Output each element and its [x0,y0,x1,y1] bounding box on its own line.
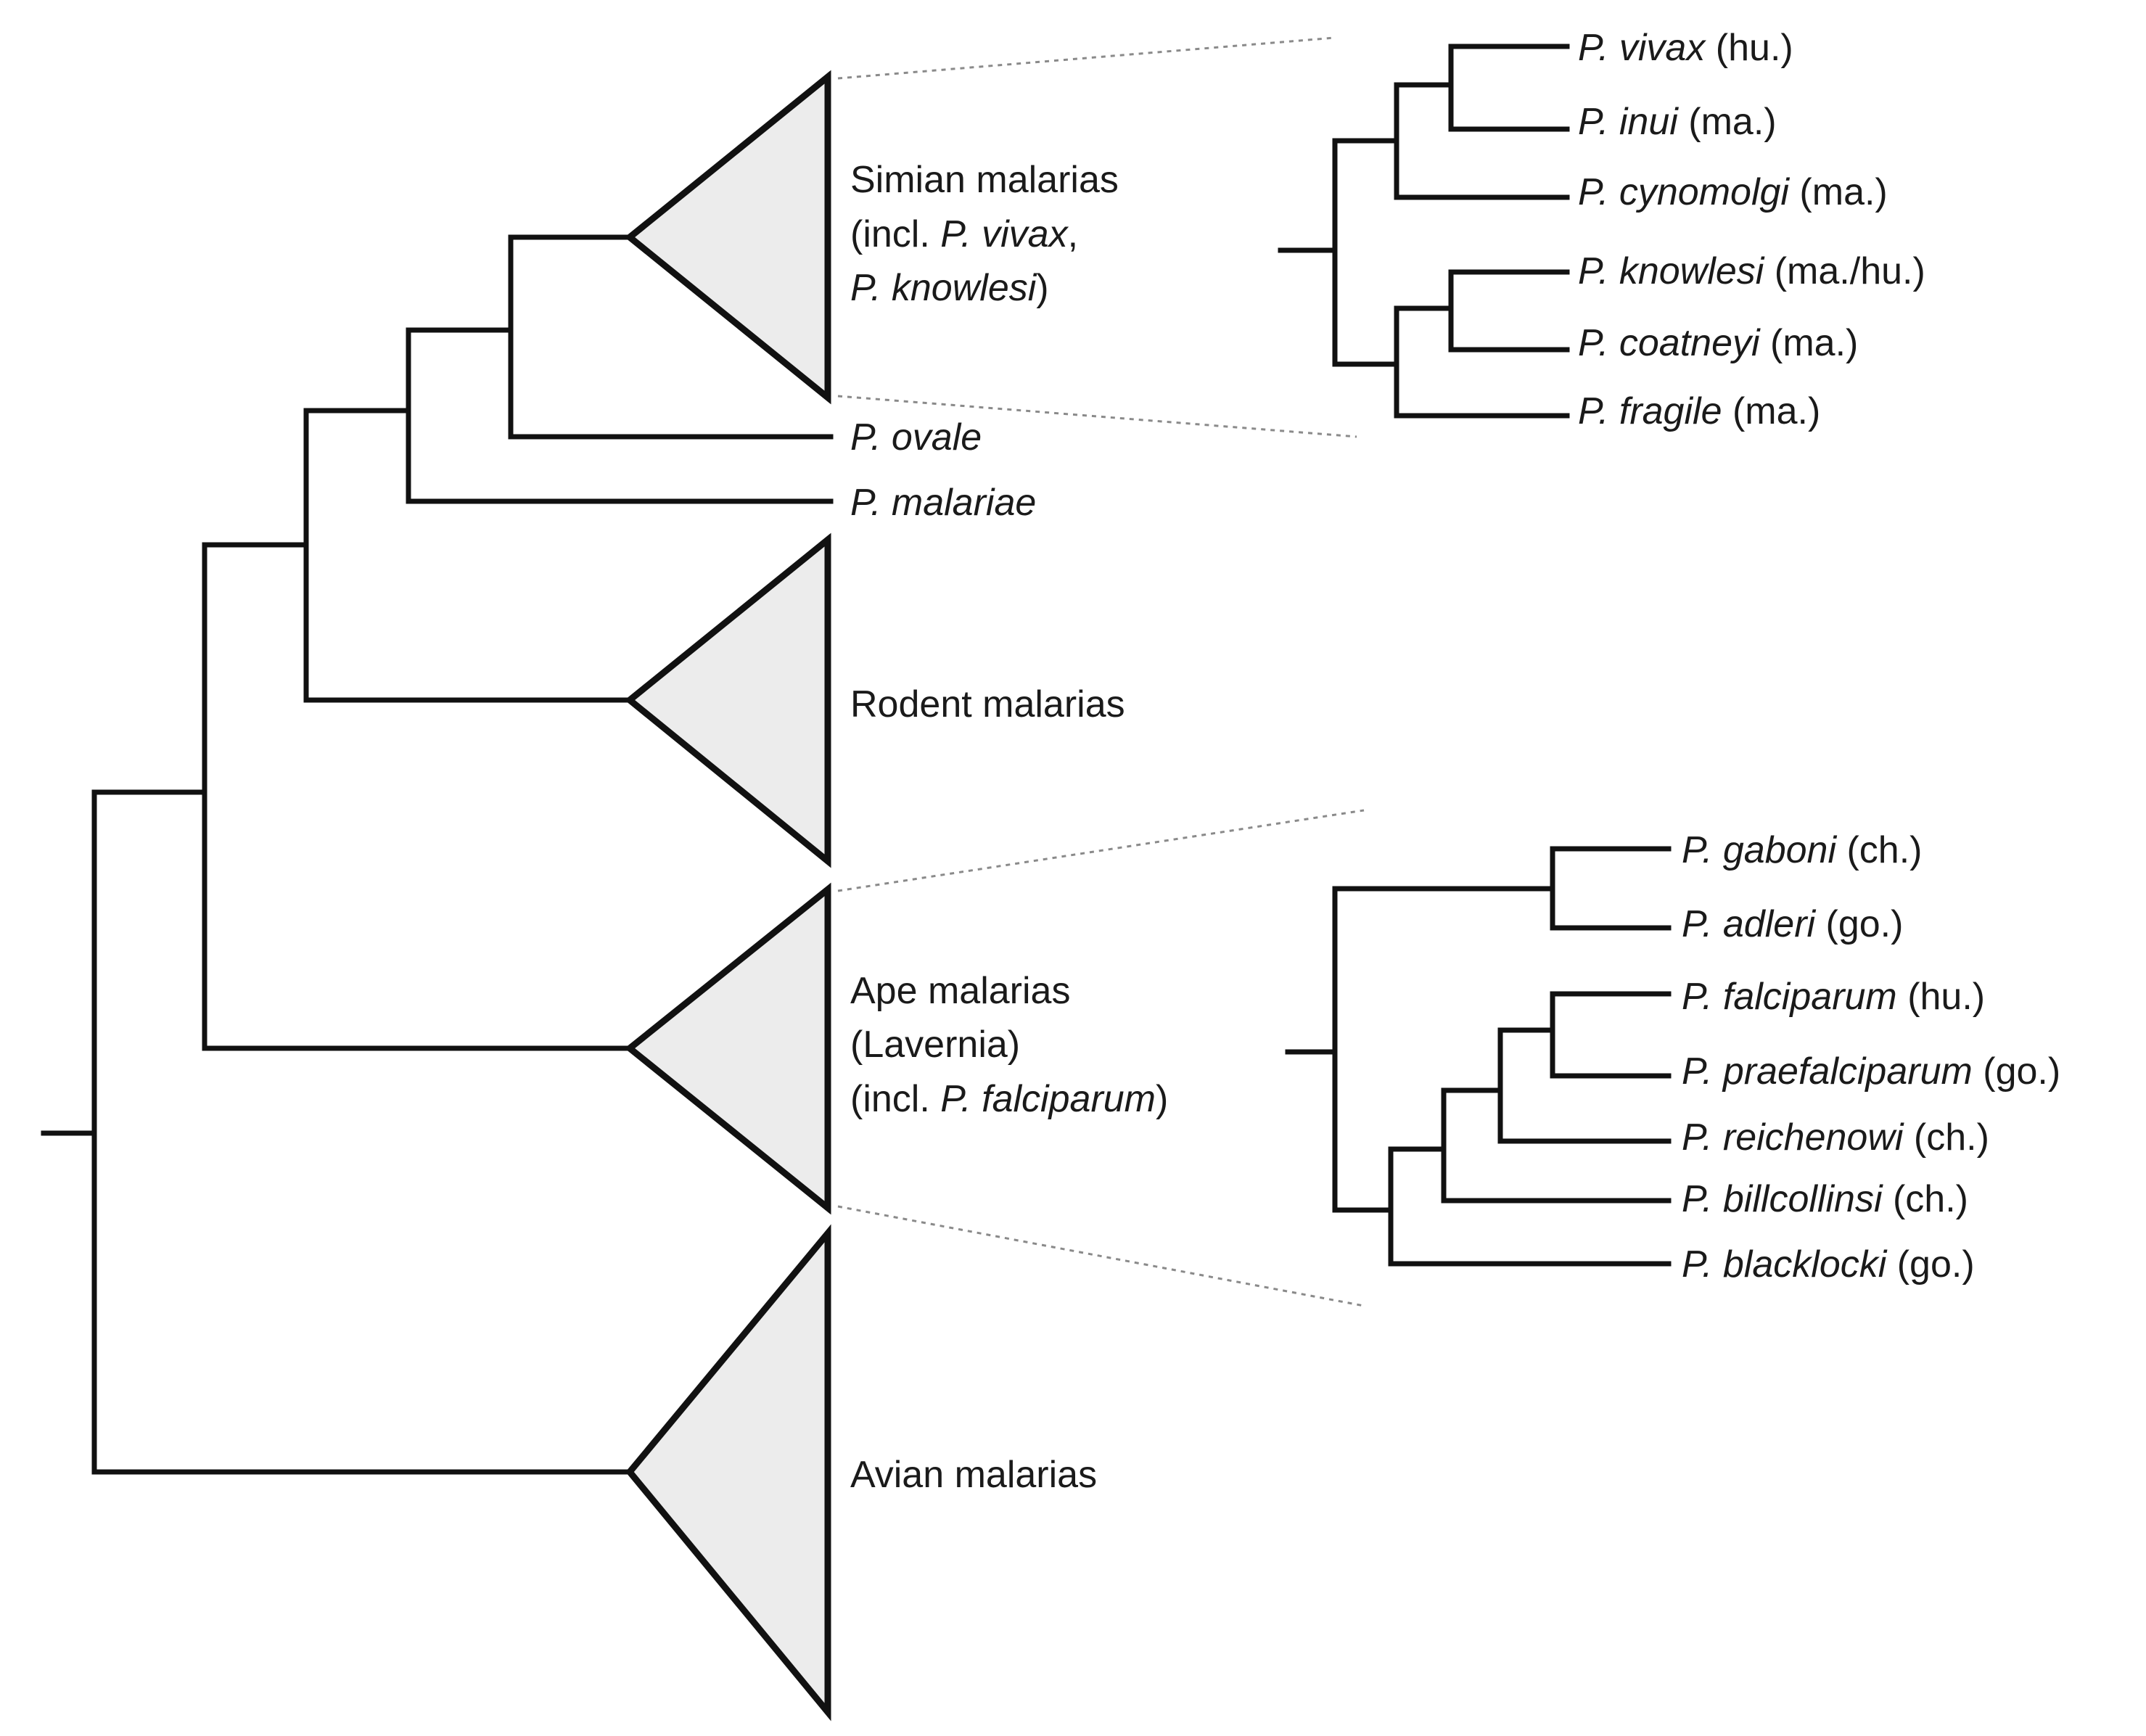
simian-species-label: P. knowlesi (ma./hu.) [1578,250,1925,292]
label-simian-line3: P. knowlesi) [850,267,1049,309]
label-rodent: Rodent malarias [850,683,1125,725]
label-simian-line1: Simian malarias [850,159,1119,201]
clade-triangle-rodent [624,532,831,868]
ape-species-label: P. blacklocki (go.) [1682,1243,1975,1285]
ape-species-label: P. praefalciparum (go.) [1682,1050,2060,1093]
simian-species-label: P. coatneyi (ma.) [1578,322,1858,364]
label-ape-line3: (incl. P. falciparum) [850,1078,1168,1120]
guide-ape-top [837,809,1365,892]
label-avian: Avian malarias [850,1454,1097,1496]
simian-detail-labels: P. vivax (hu.) P. inui (ma.) P. cynomolg… [1578,27,1925,432]
ape-species-label: P. billcollinsi (ch.) [1682,1178,1968,1220]
clade-triangle-simian [624,70,831,405]
ape-species-label: P. adleri (go.) [1682,903,1903,945]
simian-species-label: P. fragile (ma.) [1578,390,1820,432]
collapsed-clades [624,70,831,1721]
simian-species-label: P. cynomolgi (ma.) [1578,171,1888,213]
label-ape-line2: (Lavernia) [850,1024,1020,1066]
ape-detail-labels: P. gaboni (ch.) P. adleri (go.) P. falci… [1682,829,2060,1285]
main-tree-branches [41,234,834,1475]
label-malariae: P. malariae [850,482,1036,524]
simian-species-label: P. inui (ma.) [1578,101,1777,143]
simian-species-label: P. vivax (hu.) [1578,27,1793,69]
label-simian-line2: (incl. P. vivax, [850,213,1078,255]
guide-simian-bottom [837,395,1357,438]
clade-labels: Simian malarias (incl. P. vivax, P. know… [850,159,1168,1496]
simian-detail-tree [1278,44,1570,419]
ape-species-label: P. reichenowi (ch.) [1682,1116,1989,1159]
guide-simian-top [837,36,1336,80]
ape-species-label: P. gaboni (ch.) [1682,829,1922,871]
label-ape-line1: Ape malarias [850,970,1070,1012]
zoom-guides [837,36,1365,1307]
guide-ape-bottom [837,1205,1365,1307]
ape-detail-tree [1285,846,1672,1267]
label-ovale: P. ovale [850,416,982,458]
clade-triangle-ape [624,882,831,1215]
clade-triangle-avian [625,1224,831,1721]
ape-species-label: P. falciparum (hu.) [1682,976,1985,1018]
